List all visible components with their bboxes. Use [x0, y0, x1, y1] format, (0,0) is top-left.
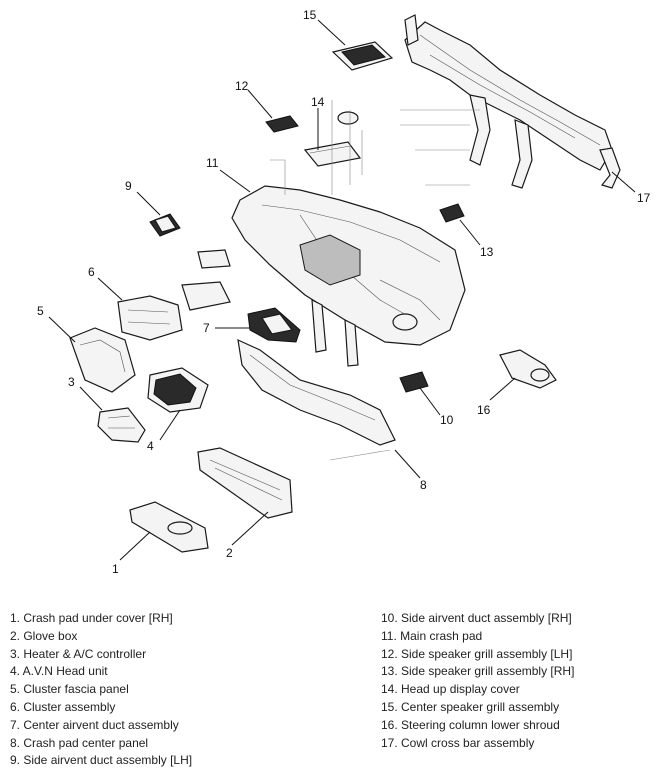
cowl-cross-bar-assembly — [400, 14, 621, 189]
head-up-display-cover — [303, 100, 363, 195]
legend-item-2: 2. Glove box — [10, 628, 78, 643]
legend-item-3: 3. Heater & A/C controller — [10, 646, 147, 661]
callout-1: 1 — [112, 562, 119, 576]
legend-item-12: 12. Side speaker grill assembly [LH] — [381, 646, 573, 661]
legend-item-7: 7. Center airvent duct assembly — [10, 717, 179, 732]
cluster-assembly — [117, 249, 231, 341]
glove-box — [197, 447, 293, 519]
callout-3: 3 — [68, 375, 75, 389]
callout-4: 4 — [147, 439, 154, 453]
legend-item-13: 13. Side speaker grill assembly [RH] — [381, 664, 575, 679]
legend-item-1: 1. Crash pad under cover [RH] — [10, 611, 173, 625]
callout-9: 9 — [125, 179, 132, 193]
legend-item-14: 14. Head up display cover — [381, 682, 520, 697]
callout-5: 5 — [37, 304, 44, 318]
legend-item-10: 10. Side airvent duct assembly [RH] — [381, 611, 572, 625]
heater-ac-controller — [97, 407, 146, 443]
legend-item-8: 8. Crash pad center panel — [10, 735, 149, 750]
callout-8: 8 — [420, 478, 427, 492]
cluster-fascia-panel — [69, 327, 136, 393]
leader-lines — [48, 19, 636, 561]
center-airvent-duct-assembly — [247, 307, 301, 343]
main-crash-pad — [231, 159, 466, 367]
callout-17: 17 — [637, 191, 651, 205]
crash-pad-center-panel — [237, 338, 396, 461]
legend-item-16: 16. Steering column lower shroud — [381, 717, 560, 732]
steering-column-lower-shroud — [499, 349, 557, 389]
callout-2: 2 — [226, 546, 233, 560]
side-speaker-grill-rh — [439, 203, 465, 223]
avn-head-unit — [147, 367, 209, 413]
legend-right-column: 10. Side airvent duct assembly [RH] 11. … — [381, 610, 574, 752]
center-speaker-grill-assembly — [331, 41, 394, 71]
legend-item-17: 17. Cowl cross bar assembly — [381, 735, 535, 750]
legend-item-6: 6. Cluster assembly — [10, 699, 116, 714]
callout-14: 14 — [311, 95, 325, 109]
callout-6: 6 — [88, 265, 95, 279]
callout-11: 11 — [206, 156, 219, 170]
side-airvent-duct-rh — [399, 371, 429, 393]
legend-item-15: 15. Center speaker grill assembly — [381, 699, 560, 714]
callout-7: 7 — [203, 321, 210, 335]
legend-item-11: 11. Main crash pad — [381, 628, 483, 643]
callouts: 15 12 14 11 9 6 5 7 3 4 1 2 8 10 13 16 1… — [37, 8, 651, 576]
crash-pad-under-cover-rh — [129, 501, 209, 553]
callout-15: 15 — [303, 8, 317, 22]
parts-legend: 1. Crash pad under cover [RH] 2. Glove b… — [0, 610, 661, 770]
callout-12: 12 — [235, 79, 249, 93]
callout-16: 16 — [477, 403, 491, 417]
legend-item-9: 9. Side airvent duct assembly [LH] — [10, 753, 193, 768]
side-airvent-duct-lh — [149, 213, 181, 237]
callout-13: 13 — [480, 245, 494, 259]
side-speaker-grill-lh — [265, 115, 299, 133]
legend-item-4: 4. A.V.N Head unit — [10, 664, 108, 679]
legend-item-5: 5. Cluster fascia panel — [10, 682, 129, 697]
callout-10: 10 — [440, 413, 454, 427]
legend-left-column: 1. Crash pad under cover [RH] 2. Glove b… — [10, 610, 192, 770]
exploded-parts-diagram: 15 12 14 11 9 6 5 7 3 4 1 2 8 10 13 16 1… — [37, 8, 651, 576]
